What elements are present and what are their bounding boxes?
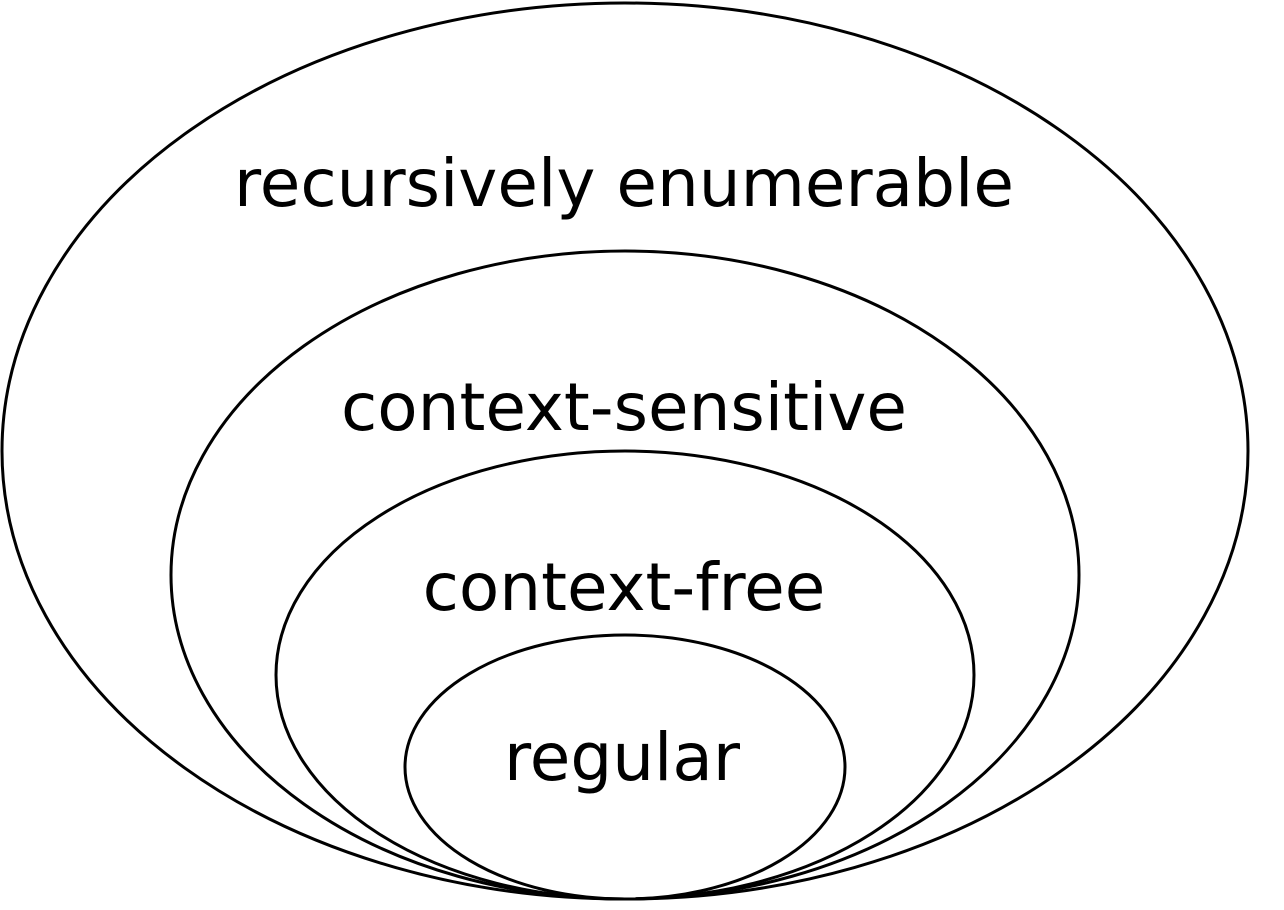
- recursively-enumerable-label: recursively enumerable: [234, 145, 1014, 222]
- context-sensitive-label: context-sensitive: [341, 369, 907, 446]
- context-free-ellipse: [274, 449, 976, 901]
- regular-ellipse: [403, 633, 847, 901]
- regular-label: regular: [504, 719, 741, 796]
- context-free-label: context-free: [423, 549, 826, 626]
